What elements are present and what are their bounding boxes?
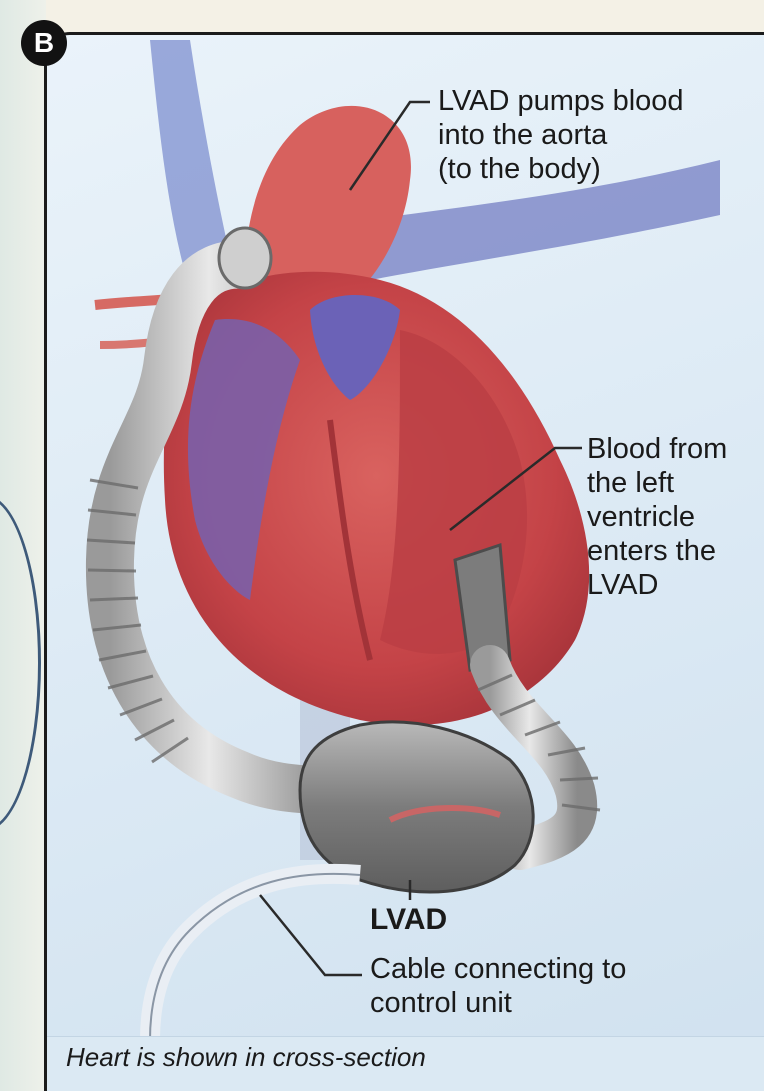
aorta-annotation-line: into the aorta	[438, 118, 684, 152]
driveline-cable-outline	[150, 874, 360, 1040]
cable-annotation-line: Cable connecting to	[370, 952, 626, 986]
panel-badge: B	[21, 20, 67, 66]
aorta-annotation-line: (to the body)	[438, 152, 684, 186]
blood-inflow-annotation: Blood from the left ventricle enters the…	[587, 432, 727, 602]
cable-annotation-line: control unit	[370, 986, 626, 1020]
aorta-annotation: LVAD pumps blood into the aorta (to the …	[438, 84, 684, 186]
aortic-connector	[219, 228, 271, 288]
cable-leader-line	[260, 895, 362, 975]
aorta-annotation-line: LVAD pumps blood	[438, 84, 684, 118]
cable-annotation: Cable connecting to control unit	[370, 952, 626, 1020]
driveline-cable	[150, 874, 360, 1040]
lvad-title: LVAD	[370, 903, 447, 937]
blood-annotation-line: enters the	[587, 534, 727, 568]
blood-annotation-line: the left	[587, 466, 727, 500]
figure-caption: Heart is shown in cross-section	[66, 1042, 426, 1073]
blood-annotation-line: Blood from	[587, 432, 727, 466]
blood-annotation-line: ventricle	[587, 500, 727, 534]
blood-annotation-line: LVAD	[587, 568, 727, 602]
